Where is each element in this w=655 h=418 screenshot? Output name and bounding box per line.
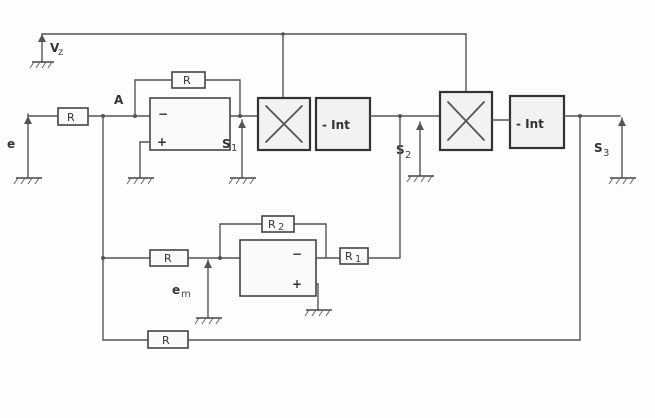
top-wire <box>41 32 467 99</box>
ground-op-amp-1 <box>126 177 154 185</box>
vz-sub-label: z <box>58 47 63 58</box>
vz-source <box>29 33 54 69</box>
integrator-1 <box>314 96 372 152</box>
s1-label: S <box>222 137 231 151</box>
resistor-r-feedback-1 <box>171 71 206 89</box>
resistor-r-feedback-1-label: R <box>183 74 191 87</box>
resistor-r-input-label: R <box>67 111 75 124</box>
s3-sub-label: 3 <box>603 148 609 159</box>
op-amp-1-minus: − <box>158 107 168 121</box>
op-amp-1-plus: + <box>157 135 167 149</box>
op-amp-2-plus: + <box>292 277 302 291</box>
s1-probe <box>228 119 256 185</box>
resistor-r1-label: R <box>345 250 353 263</box>
e-input-label: e <box>7 137 15 151</box>
em-label: e <box>172 283 180 297</box>
feedback-path-2 <box>219 223 327 259</box>
input-source-e <box>13 113 42 185</box>
op-amp-2-minus: − <box>292 247 302 261</box>
vz-label: V <box>50 41 60 55</box>
s3-probe <box>608 117 636 185</box>
feedback-path-1 <box>134 79 241 117</box>
integrator-1-label: - Int <box>322 118 350 132</box>
op-amp-2 <box>239 239 317 297</box>
integrator-2-label: - Int <box>516 117 544 131</box>
resistor-r-bottom-label: R <box>162 334 170 347</box>
resistor-r2-sub-label: 2 <box>278 222 284 233</box>
resistor-r1 <box>339 247 369 265</box>
integrator-2 <box>508 94 566 150</box>
em-source <box>194 259 222 325</box>
resistor-r1-sub-label: 1 <box>355 254 361 265</box>
em-sub-label: m <box>181 289 191 300</box>
resistor-r2-label: R <box>268 218 276 231</box>
resistor-r-middle-label: R <box>164 252 172 265</box>
node-a-label: A <box>114 93 124 107</box>
resistor-r2 <box>261 215 295 233</box>
ground-op-amp-2 <box>304 309 332 317</box>
op-amp-1 <box>149 97 231 151</box>
s2-sub-label: 2 <box>405 150 411 161</box>
s1-sub-label: 1 <box>231 143 237 154</box>
s2-probe <box>406 121 434 183</box>
s3-label: S <box>594 141 603 155</box>
